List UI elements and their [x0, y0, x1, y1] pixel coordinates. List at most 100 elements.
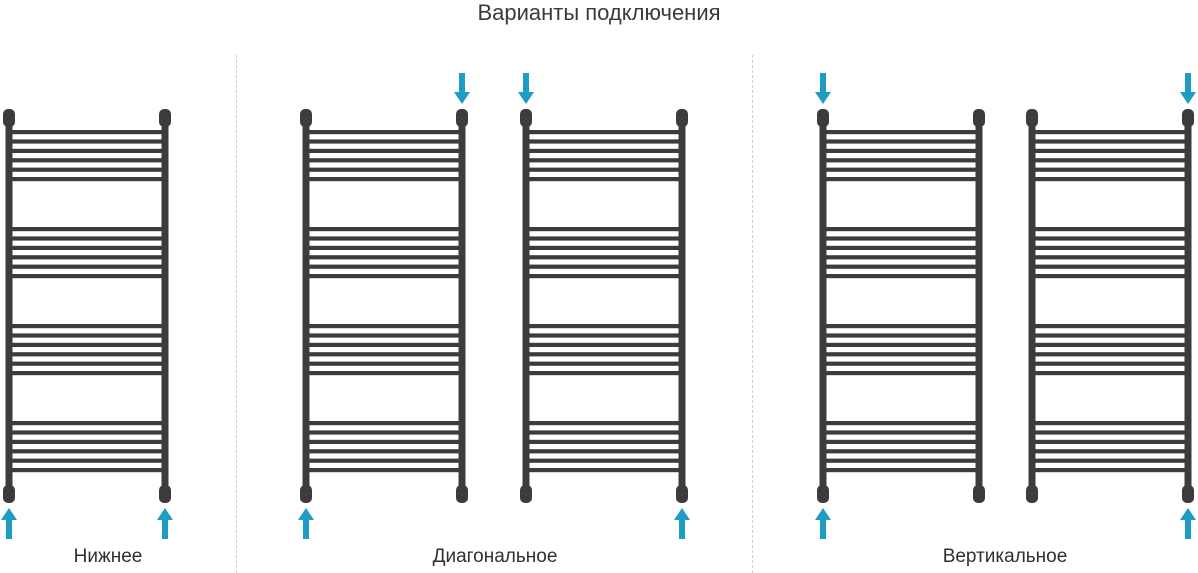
rail-bar [526, 167, 682, 172]
rail-bar [823, 449, 979, 454]
rail-bar [823, 245, 979, 250]
rail-post [819, 118, 827, 494]
rail-bar [306, 264, 462, 269]
rail-cap-bottom [456, 485, 468, 503]
rail-bar [306, 458, 462, 463]
rail-bar [9, 274, 165, 279]
rail-bar [306, 468, 462, 473]
rail-bar [9, 264, 165, 269]
section-label-diagonal: Диагональное [432, 546, 558, 567]
arrow-head [454, 92, 470, 104]
rail-bar [306, 236, 462, 241]
rail-cap-top [3, 109, 15, 127]
rail-bar [9, 342, 165, 347]
rail-bar [306, 130, 462, 135]
towel-rail [817, 109, 985, 503]
rail-bar [823, 255, 979, 260]
arrow-up-icon [157, 508, 173, 539]
rail-bar [1032, 342, 1188, 347]
section-divider [236, 55, 237, 573]
rail-bar [1032, 430, 1188, 435]
rail-bar [306, 274, 462, 279]
rail-bar [306, 333, 462, 338]
rail-bar [9, 255, 165, 260]
rail-bar [1032, 177, 1188, 182]
rail-cap-bottom [817, 485, 829, 503]
rail-bar [526, 236, 682, 241]
rail-bar [526, 430, 682, 435]
rail-post [1028, 118, 1036, 494]
rail-cap-bottom [1182, 485, 1194, 503]
arrow-head [518, 92, 534, 104]
rail-bar [306, 361, 462, 366]
rail-bar [1032, 167, 1188, 172]
rail-bar [9, 352, 165, 357]
towel-rail [300, 109, 468, 503]
rail-bar [823, 468, 979, 473]
rail-bar [9, 371, 165, 376]
rail-bar [306, 139, 462, 144]
rail-bar [526, 274, 682, 279]
rail-bar [1032, 274, 1188, 279]
rail-bar [9, 361, 165, 366]
rail-bar [1032, 421, 1188, 426]
rail-cap-bottom [676, 485, 688, 503]
rail-bar [823, 236, 979, 241]
rail-bar [306, 430, 462, 435]
rail-post [522, 118, 530, 494]
rail-cap-top [973, 109, 985, 127]
rail-bar [9, 177, 165, 182]
rail-bar [823, 421, 979, 426]
arrow-down-icon [1180, 73, 1196, 104]
rail-bar [526, 177, 682, 182]
rail-bar [1032, 245, 1188, 250]
rail-bar [1032, 468, 1188, 473]
arrow-shaft [162, 520, 168, 539]
rail-bar [823, 227, 979, 232]
arrow-shaft [303, 520, 309, 539]
rail-post [975, 118, 983, 494]
rail-bar [823, 430, 979, 435]
rail-bar [306, 167, 462, 172]
rail-bar [9, 333, 165, 338]
rail-bar [306, 352, 462, 357]
rail-bar [9, 421, 165, 426]
rail-post [5, 118, 13, 494]
rail-bar [306, 177, 462, 182]
arrow-shaft [820, 73, 826, 92]
arrow-shaft [6, 520, 12, 539]
arrow-shaft [679, 520, 685, 539]
rail-bar [306, 449, 462, 454]
rail-bar [1032, 227, 1188, 232]
rail-bar [526, 342, 682, 347]
rail-bar [823, 439, 979, 444]
rail-bar [526, 255, 682, 260]
rail-cap-bottom [1026, 485, 1038, 503]
rail-post [458, 118, 466, 494]
rail-bar [306, 421, 462, 426]
rail-bar [823, 158, 979, 163]
rail-post [1184, 118, 1192, 494]
arrow-head [674, 508, 690, 520]
rail-bar [1032, 324, 1188, 329]
arrow-up-icon [298, 508, 314, 539]
rail-cap-bottom [3, 485, 15, 503]
rail-bar [9, 130, 165, 135]
arrow-shaft [820, 520, 826, 539]
rail-bar [823, 264, 979, 269]
rail-bar [823, 324, 979, 329]
rail-bar [526, 139, 682, 144]
rail-cap-top [676, 109, 688, 127]
rail-bar [823, 352, 979, 357]
rail-bar [9, 468, 165, 473]
rail-post [678, 118, 686, 494]
rail-bar [1032, 333, 1188, 338]
rail-bar [526, 439, 682, 444]
rail-bar [526, 333, 682, 338]
rail-bar [1032, 449, 1188, 454]
rail-bar [526, 352, 682, 357]
rail-bar [9, 236, 165, 241]
rail-bar [9, 245, 165, 250]
rail-bar [1032, 361, 1188, 366]
